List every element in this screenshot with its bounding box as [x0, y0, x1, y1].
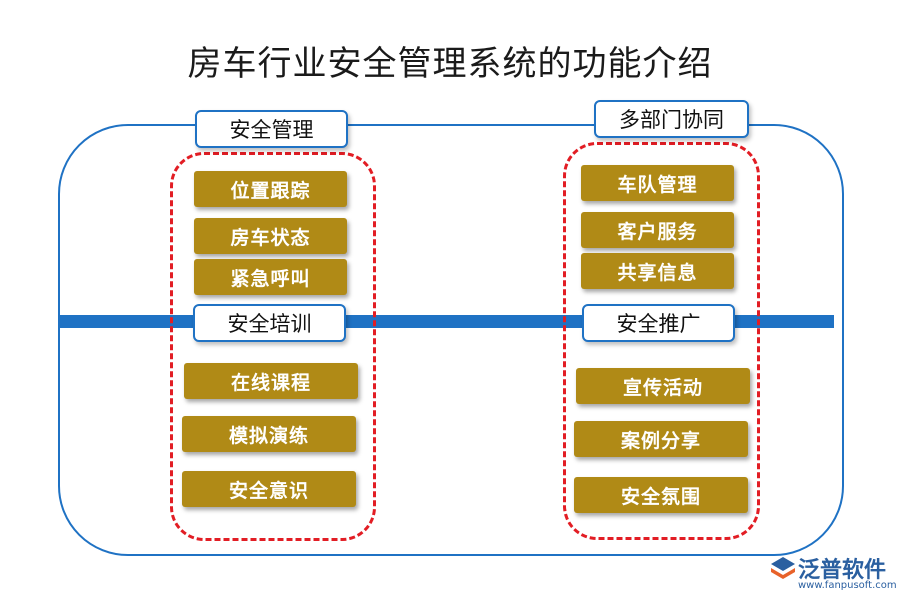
right-dashed-group	[563, 142, 760, 540]
brand-logo: 泛普软件 www.fanpusoft.com	[768, 552, 897, 596]
item-shared-information: 共享信息	[581, 253, 734, 289]
brand-name: 泛普软件	[798, 558, 887, 583]
item-fleet-management: 车队管理	[581, 165, 734, 201]
outer-frame	[58, 124, 844, 556]
group-label-safety-training: 安全培训	[193, 304, 346, 342]
item-location-tracking: 位置跟踪	[194, 171, 347, 207]
left-dashed-group	[170, 152, 376, 541]
item-simulation-drill: 模拟演练	[182, 416, 356, 452]
group-label-safety-management: 安全管理	[195, 110, 348, 148]
item-safety-atmosphere: 安全氛围	[574, 477, 748, 513]
group-label-safety-promotion: 安全推广	[582, 304, 735, 342]
item-rv-status: 房车状态	[194, 218, 347, 254]
item-emergency-call: 紧急呼叫	[194, 259, 347, 295]
item-online-course: 在线课程	[184, 363, 358, 399]
fanpu-logo-icon	[771, 557, 795, 579]
item-safety-awareness: 安全意识	[182, 471, 356, 507]
diagram-title: 房车行业安全管理系统的功能介绍	[187, 44, 713, 84]
item-case-sharing: 案例分享	[574, 421, 748, 457]
item-customer-service: 客户服务	[581, 212, 734, 248]
group-label-department-collaboration: 多部门协同	[594, 100, 749, 138]
brand-url: www.fanpusoft.com	[798, 580, 897, 591]
item-publicity-campaign: 宣传活动	[576, 368, 750, 404]
